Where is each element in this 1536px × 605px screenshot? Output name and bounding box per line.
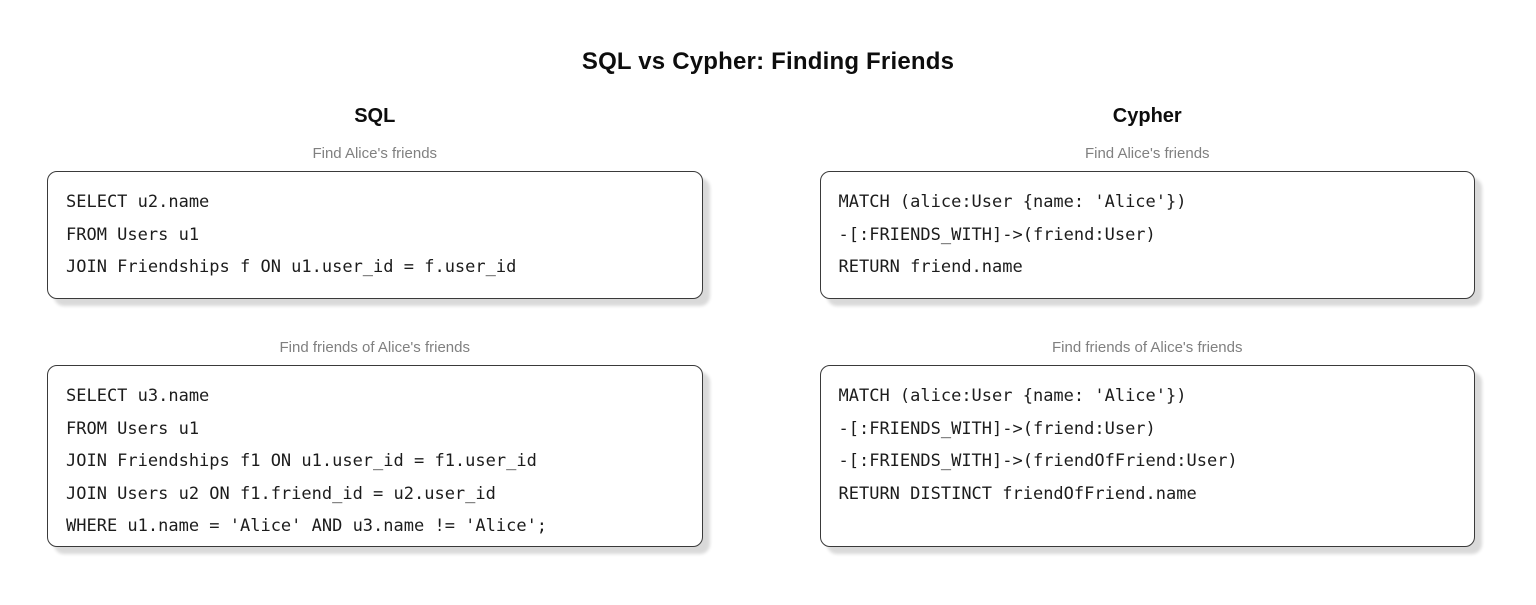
columns-container: SQL Find Alice's friends SELECT u2.name … bbox=[0, 105, 1536, 547]
code-line: JOIN Friendships f ON u1.user_id = f.use… bbox=[66, 257, 517, 277]
column-sql-header: SQL bbox=[354, 105, 396, 127]
cypher-code-box-find-friends: MATCH (alice:User {name: 'Alice'}) -[:FR… bbox=[819, 171, 1475, 299]
cypher-code-box-friends-of-friends: MATCH (alice:User {name: 'Alice'}) -[:FR… bbox=[819, 365, 1475, 547]
sql-code-box-find-friends: SELECT u2.name FROM Users u1 JOIN Friend… bbox=[47, 171, 703, 299]
code-line: JOIN Users u2 ON f1.friend_id = u2.user_… bbox=[66, 483, 496, 504]
code-line: MATCH (alice:User {name: 'Alice'}) bbox=[838, 192, 1187, 212]
code-line: FROM Users u1 bbox=[66, 418, 200, 439]
code-line: -[:FRIENDS_WITH]->(friendOfFriend:User) bbox=[838, 451, 1238, 471]
code-line: FROM Users u1 bbox=[66, 224, 200, 245]
page-title: SQL vs Cypher: Finding Friends bbox=[581, 48, 955, 75]
sql-code-box-friends-of-friends: SELECT u3.name FROM Users u1 JOIN Friend… bbox=[47, 365, 703, 547]
column-cypher: Cypher Find Alice's friends MATCH (alice… bbox=[819, 105, 1475, 547]
code-line: RETURN friend.name bbox=[838, 257, 1023, 277]
cypher-caption-find-friends: Find Alice's friends bbox=[1084, 145, 1210, 162]
code-line: MATCH (alice:User {name: 'Alice'}) bbox=[838, 386, 1187, 406]
cypher-caption-friends-of-friends: Find friends of Alice's friends bbox=[1052, 339, 1243, 356]
code-line: -[:FRIENDS_WITH]->(friend:User) bbox=[838, 224, 1156, 245]
code-line: WHERE u1.name = 'Alice' AND u3.name != '… bbox=[66, 516, 548, 536]
column-cypher-header: Cypher bbox=[1112, 105, 1182, 127]
code-line: RETURN DISTINCT friendOfFriend.name bbox=[838, 483, 1197, 504]
code-line: -[:FRIENDS_WITH]->(friend:User) bbox=[838, 418, 1156, 439]
sql-caption-find-friends: Find Alice's friends bbox=[312, 145, 438, 162]
code-line: SELECT u3.name bbox=[66, 386, 210, 406]
code-line: JOIN Friendships f1 ON u1.user_id = f1.u… bbox=[66, 451, 537, 471]
code-line: SELECT u2.name bbox=[66, 192, 210, 212]
sql-caption-friends-of-friends: Find friends of Alice's friends bbox=[279, 339, 470, 356]
column-sql: SQL Find Alice's friends SELECT u2.name … bbox=[47, 105, 703, 547]
